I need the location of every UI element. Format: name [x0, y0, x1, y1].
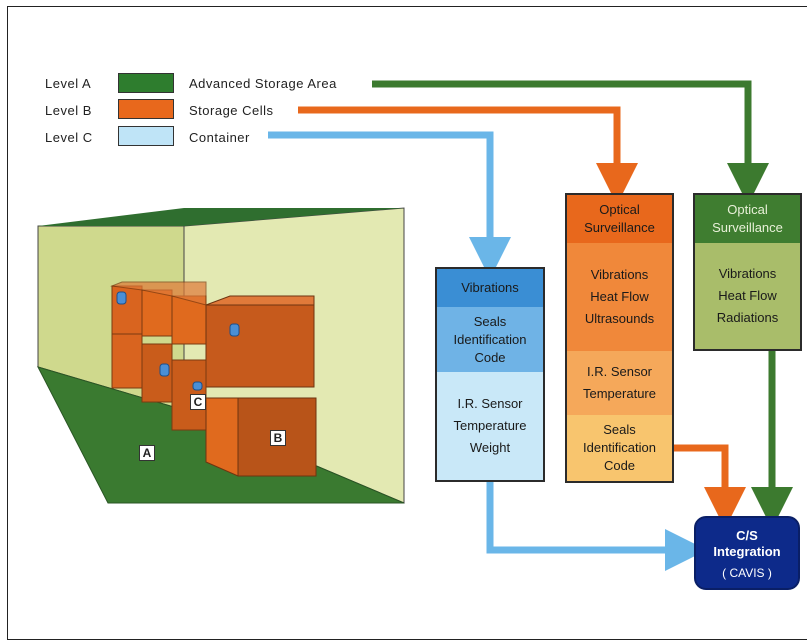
arrow-level-a: [372, 80, 769, 205]
area-body: Vibrations Heat Flow Radiations: [695, 243, 800, 349]
storage-cells-sensors-box: Optical Surveillance Vibrations Heat Flo…: [565, 193, 674, 483]
legend-level-c-name: Container: [189, 130, 250, 145]
cells-s3-line2: Identification: [583, 440, 656, 455]
legend-level-b-name: Storage Cells: [189, 103, 274, 118]
cs-integration-box: C/S Integration ( CAVIS ): [694, 516, 800, 590]
legend-level-a-name: Advanced Storage Area: [189, 76, 337, 91]
legend-level-a-swatch: [118, 73, 174, 93]
legend-level-b-swatch: [118, 99, 174, 119]
cells-s1-line2: Heat Flow: [590, 289, 649, 304]
container-bottom-line3: Weight: [469, 440, 511, 455]
cs-title-line2: Integration: [713, 544, 781, 559]
area-header-line2: Surveillance: [712, 220, 783, 235]
figure-frame: [7, 6, 807, 640]
arrow-cells-to-integration: [673, 444, 746, 529]
area-header: Optical Surveillance: [695, 195, 800, 244]
arrow-level-b: [298, 106, 638, 205]
container-mid-line3: Code: [474, 349, 506, 365]
container-mid-line1: Seals: [473, 313, 507, 329]
advanced-area-sensors-box: Optical Surveillance Vibrations Heat Flo…: [693, 193, 802, 351]
container-bottom-section: I.R. Sensor Temperature Weight: [437, 372, 543, 480]
legend-level-c-label: Level C: [45, 130, 93, 145]
area-body-line2: Heat Flow: [718, 288, 777, 303]
cells-section-3: Seals Identification Code: [567, 415, 672, 481]
cells-s2-line2: Temperature: [583, 386, 656, 401]
scene-label-b: B: [270, 430, 286, 446]
arrow-container-to-integration: [486, 482, 707, 571]
arrow-level-c: [268, 131, 511, 279]
cells-s1-line3: Ultrasounds: [584, 311, 655, 326]
cs-subtitle: ( CAVIS ): [722, 566, 772, 580]
container-header: Vibrations: [437, 269, 543, 308]
legend-level-a-label: Level A: [45, 76, 92, 91]
container-mid-line2: Identification: [453, 331, 527, 347]
scene-label-a: A: [139, 445, 155, 461]
area-body-line3: Radiations: [716, 310, 779, 325]
cells-section-2: I.R. Sensor Temperature: [567, 351, 672, 416]
scene-label-c: C: [190, 394, 206, 410]
cells-s3-line1: Seals: [603, 422, 636, 437]
cells-header: Optical Surveillance: [567, 195, 672, 244]
container-header-text: Vibrations: [461, 280, 519, 295]
cells-header-line2: Surveillance: [584, 220, 655, 235]
cells-header-line1: Optical: [599, 202, 640, 217]
cs-title-line1: C/S: [736, 528, 758, 543]
area-header-line1: Optical: [727, 202, 768, 217]
container-bottom-line1: I.R. Sensor: [457, 396, 523, 411]
cells-s3-line3: Code: [603, 458, 636, 473]
container-mid-section: Seals Identification Code: [437, 307, 543, 373]
cells-section-1: Vibrations Heat Flow Ultrasounds: [567, 243, 672, 352]
legend-level-c-swatch: [118, 126, 174, 146]
area-body-line1: Vibrations: [718, 266, 777, 281]
container-bottom-line2: Temperature: [453, 418, 527, 433]
legend-level-b-label: Level B: [45, 103, 92, 118]
container-sensors-box: Vibrations Seals Identification Code I.R…: [435, 267, 545, 482]
cells-s1-line1: Vibrations: [590, 267, 649, 282]
cells-s2-line1: I.R. Sensor: [586, 364, 653, 379]
